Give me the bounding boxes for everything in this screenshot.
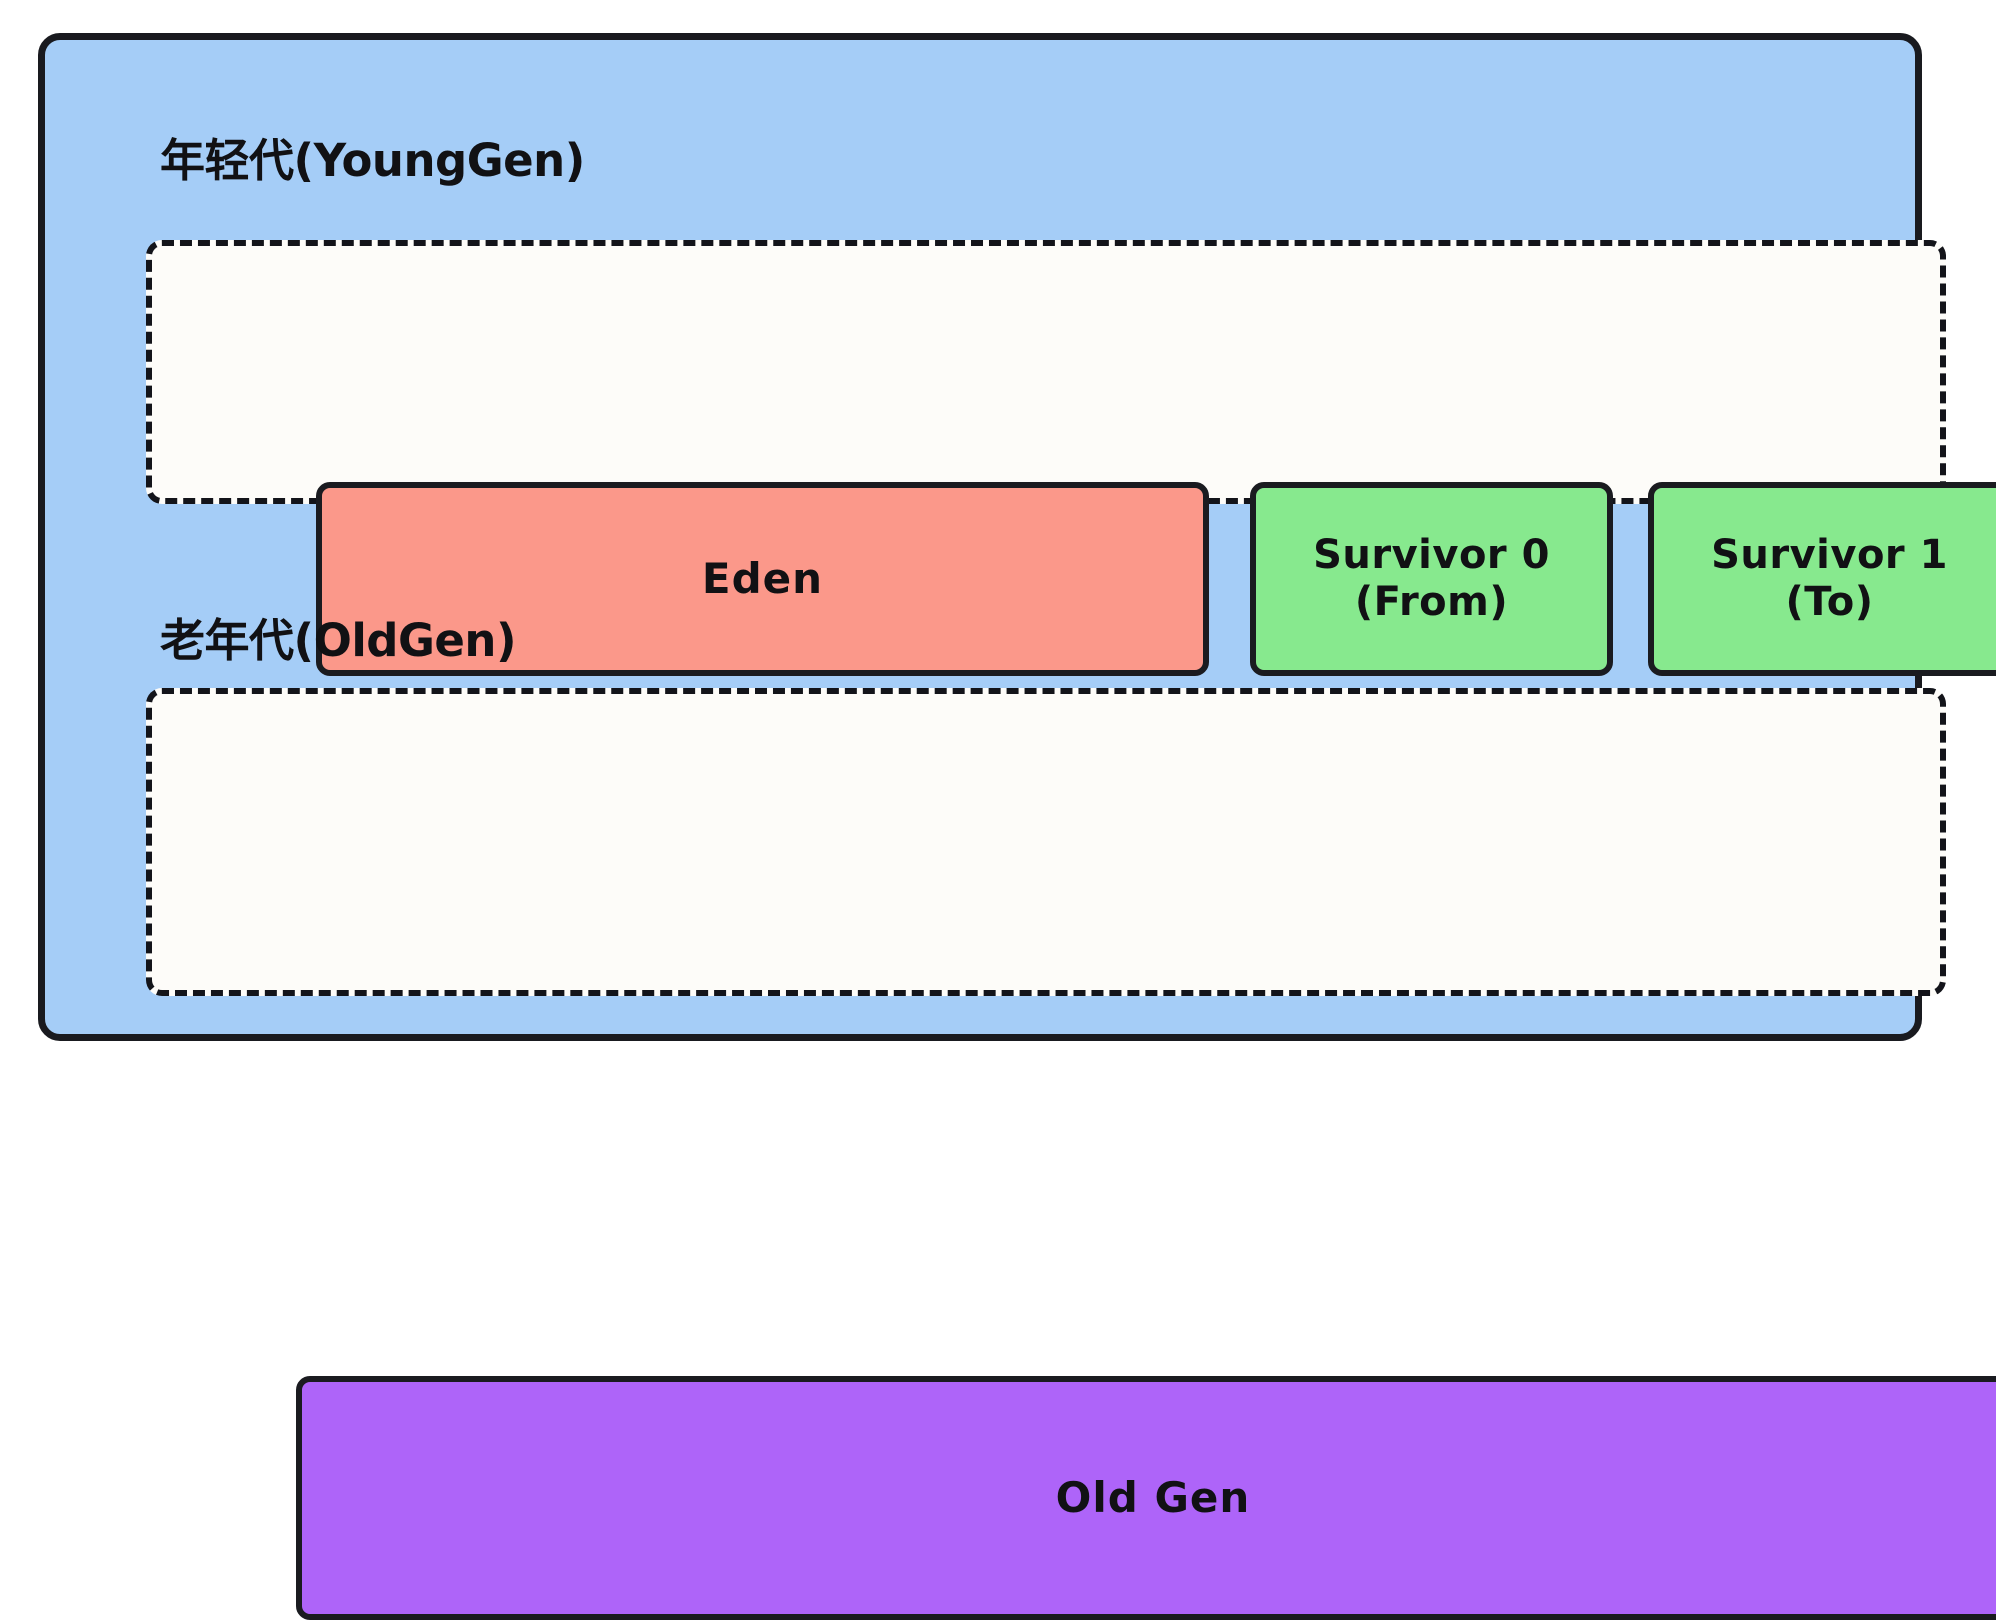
heap-container: 年轻代(YoungGen) Eden Survivor 0 (From) Sur… bbox=[38, 33, 1996, 1620]
survivor-1-space[interactable]: Survivor 1 (To) bbox=[1648, 482, 1996, 676]
old-gen-space-label: Old Gen bbox=[1055, 1473, 1251, 1523]
eden-space-label: Eden bbox=[701, 554, 824, 604]
survivor-1-space-sublabel: (To) bbox=[1785, 579, 1874, 625]
survivor-0-space-sublabel: (From) bbox=[1354, 579, 1509, 625]
survivor-0-space[interactable]: Survivor 0 (From) bbox=[1250, 482, 1613, 676]
survivor-1-space-label: Survivor 1 bbox=[1711, 531, 1948, 578]
old-generation-label: 老年代(OldGen) bbox=[160, 614, 517, 667]
survivor-0-space-label: Survivor 0 bbox=[1313, 531, 1550, 578]
old-gen-space[interactable]: Old Gen bbox=[296, 1376, 1996, 1620]
old-generation-region: Old Gen bbox=[146, 688, 1996, 1620]
young-generation-region: Eden Survivor 0 (From) Survivor 1 (To) bbox=[146, 240, 1996, 676]
diagram-canvas: 年轻代(YoungGen) Eden Survivor 0 (From) Sur… bbox=[38, 33, 1996, 1620]
young-generation-label: 年轻代(YoungGen) bbox=[160, 134, 585, 187]
eden-space[interactable]: Eden bbox=[316, 482, 1209, 676]
